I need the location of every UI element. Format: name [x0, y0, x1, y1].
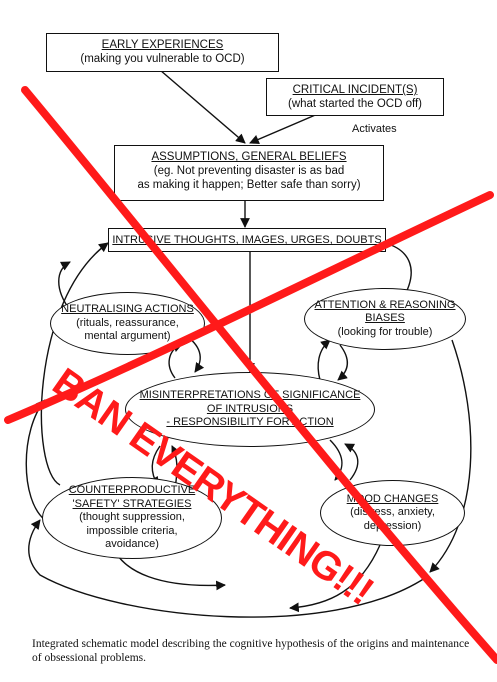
- critical-incidents-box: CRITICAL INCIDENT(S) (what started the O…: [266, 78, 444, 116]
- assumptions-sub1: (eg. Not preventing disaster is as bad: [153, 165, 345, 177]
- attention-title2: BIASES: [365, 312, 405, 325]
- arrow-misinterpretations-to-mood: [329, 439, 345, 481]
- counter-sub3: avoidance): [105, 538, 159, 551]
- misinterpretations-title1: MISINTERPRETATIONS OF SIGNIFICANCE: [139, 389, 361, 402]
- counter-title2: 'SAFETY' STRATEGIES: [72, 497, 192, 510]
- assumptions-box: ASSUMPTIONS, GENERAL BELIEFS (eg. Not pr…: [114, 145, 384, 201]
- critical-incidents-sub: (what started the OCD off): [287, 98, 422, 110]
- mood-title: MOOD CHANGES: [346, 492, 439, 505]
- arrow-early-to-assumptions: [159, 69, 246, 144]
- critical-incidents-title: CRITICAL INCIDENT(S): [292, 84, 418, 96]
- figure-caption: Integrated schematic model describing th…: [32, 638, 470, 664]
- neutralising-sub1: (rituals, reassurance,: [76, 316, 179, 329]
- early-experiences-title: EARLY EXPERIENCES: [101, 39, 224, 51]
- arrow-misinterpretations-to-attention: [317, 339, 331, 381]
- counter-sub2: impossible criteria,: [86, 524, 178, 537]
- mood-changes-oval: MOOD CHANGES (distress, anxiety, depress…: [320, 480, 465, 546]
- misinterpretations-title2: OF INTRUSIONS: [206, 402, 294, 415]
- assumptions-title: ASSUMPTIONS, GENERAL BELIEFS: [151, 151, 347, 163]
- early-experiences-box: EARLY EXPERIENCES (making you vulnerable…: [46, 33, 279, 72]
- activates-label: Activates: [352, 123, 397, 135]
- intrusive-thoughts-box: INTRUSIVE THOUGHTS, IMAGES, URGES, DOUBT…: [108, 228, 386, 252]
- neutralising-actions-oval: NEUTRALISING ACTIONS (rituals, reassuran…: [50, 292, 205, 355]
- arrow-counter-left-loop: [25, 399, 46, 521]
- misinterpretations-title3: - RESPONSIBILITY FOR ACTION: [166, 416, 334, 429]
- neutralising-title: NEUTRALISING ACTIONS: [61, 303, 194, 316]
- mood-sub2: depression): [363, 519, 422, 532]
- attention-title1: ATTENTION & REASONING: [314, 298, 456, 311]
- attention-reasoning-oval: ATTENTION & REASONING BIASES (looking fo…: [304, 288, 466, 350]
- attention-sub: (looking for trouble): [337, 325, 433, 338]
- neutralising-sub2: mental argument): [84, 330, 171, 343]
- assumptions-sub2: as making it happen; Better safe than so…: [137, 179, 361, 191]
- early-experiences-sub: (making you vulnerable to OCD): [80, 53, 245, 65]
- arrow-critical-to-assumptions: [249, 112, 321, 145]
- counter-sub1: (thought suppression,: [79, 511, 185, 524]
- arrow-attention-to-misinterpretations: [337, 344, 348, 381]
- intrusive-thoughts-title: INTRUSIVE THOUGHTS, IMAGES, URGES, DOUBT…: [112, 234, 382, 246]
- arrow-mood-to-misinterpretations: [344, 443, 359, 481]
- mood-sub1: (distress, anxiety,: [350, 506, 435, 519]
